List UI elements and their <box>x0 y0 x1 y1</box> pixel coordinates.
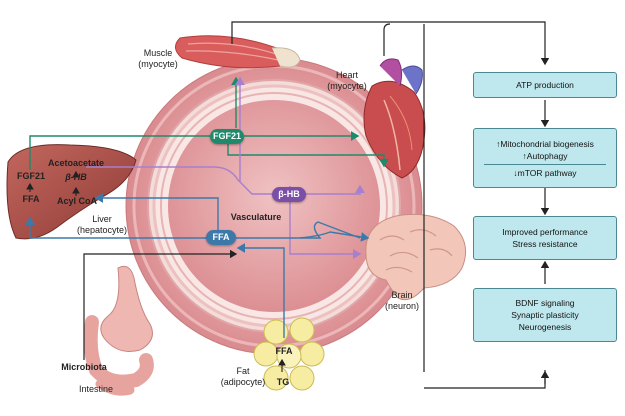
intestine-illustration <box>83 265 154 396</box>
acetoacetate-label: Acetoacetate <box>47 158 105 168</box>
liver-illustration <box>6 144 137 240</box>
heart-illustration <box>363 58 426 179</box>
fat-illustration <box>253 317 325 391</box>
fgf21-pill: FGF21 <box>210 129 244 144</box>
atp-production-box: ATP production <box>473 72 617 98</box>
acyl-coa-label: Acyl CoA <box>56 196 97 206</box>
muscle-label: Muscle(myocyte) <box>138 48 178 69</box>
liver-ffa-label: FFA <box>22 194 40 204</box>
fgf21-pathways <box>29 76 389 170</box>
liver-label: Liver(hepatocyte) <box>76 214 128 235</box>
vessel-illustration <box>125 57 423 355</box>
microbiota-label: Microbiota <box>61 362 107 372</box>
mitochondrial-box: ↑Mitochondrial biogenesis ↑Autophagy ↓mT… <box>473 128 617 188</box>
heart-label: Heart(myocyte) <box>327 70 367 91</box>
ffa-pill: FFA <box>206 230 236 245</box>
local-arrows <box>26 170 286 372</box>
fat-label: Fat(adipocyte) <box>220 366 266 387</box>
brain-label: Brain(neuron) <box>384 290 420 311</box>
ffa-pathways <box>25 193 370 338</box>
intestine-label: Intestine <box>78 384 114 394</box>
vasculature-label: Vasculature <box>230 212 282 222</box>
fat-ffa-label: FFA <box>275 346 293 356</box>
liver-fgf21-label: FGF21 <box>16 171 45 181</box>
bhb-pill: β-HB <box>272 187 306 202</box>
liver-bhb-label: β-HB <box>65 172 87 182</box>
muscle-illustration <box>175 35 301 69</box>
fat-tg-label: TG <box>276 377 290 387</box>
bdnf-box: BDNF signaling Synaptic plasticity Neuro… <box>473 288 617 342</box>
performance-box: Improved performance Stress resistance <box>473 216 617 260</box>
bhb-pathways <box>86 76 365 259</box>
